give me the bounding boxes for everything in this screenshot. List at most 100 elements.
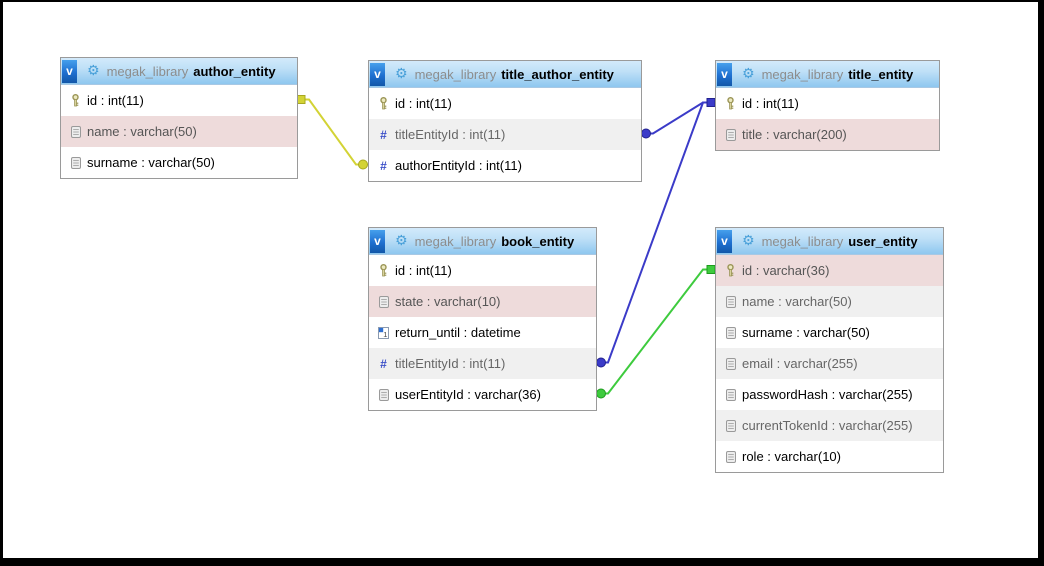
relation-endpoint-circle	[358, 159, 368, 170]
gear-icon[interactable]: ⚙	[742, 66, 755, 82]
table-name: book_entity	[501, 233, 575, 249]
field-row-user_entity-email[interactable]: email : varchar(255)	[716, 348, 943, 379]
field-row-title_author_entity-titleEntityId[interactable]: # titleEntityId : int(11)	[369, 119, 641, 150]
column-text-icon	[723, 128, 738, 141]
column-text-icon	[723, 357, 738, 370]
index-hash-icon: #	[380, 127, 387, 142]
field-label: id : int(11)	[742, 96, 799, 111]
field-label: name : varchar(50)	[87, 124, 197, 139]
field-row-book_entity-return_until[interactable]: 1 return_until : datetime	[369, 317, 596, 348]
field-label: authorEntityId : int(11)	[395, 158, 522, 173]
column-text-icon	[723, 295, 738, 308]
relation-line-title_author_entity-titleEntityId[interactable]	[641, 101, 715, 135]
database-name: megak_library	[414, 66, 497, 82]
table-name: title_author_entity	[501, 66, 614, 82]
svg-text:1: 1	[383, 329, 387, 338]
field-row-user_entity-surname[interactable]: surname : varchar(50)	[716, 317, 943, 348]
toggle-v-icon[interactable]: v	[717, 63, 732, 86]
index-hash-icon: #	[380, 158, 387, 173]
column-text-icon	[376, 388, 391, 401]
field-row-book_entity-id[interactable]: id : int(11)	[369, 255, 596, 286]
relation-endpoint-square	[706, 98, 716, 107]
relation-endpoint-square	[706, 265, 716, 274]
relation-line-title_author_entity-authorEntityId[interactable]	[297, 98, 368, 166]
field-label: title : varchar(200)	[742, 127, 847, 142]
column-text-icon	[68, 156, 83, 169]
field-row-user_entity-role[interactable]: role : varchar(10)	[716, 441, 943, 472]
field-label: titleEntityId : int(11)	[395, 127, 506, 142]
field-label: id : int(11)	[87, 93, 144, 108]
column-text-icon	[723, 388, 738, 401]
relation-endpoint-circle	[641, 128, 651, 139]
field-row-title_author_entity-id[interactable]: id : int(11)	[369, 88, 641, 119]
column-text-icon	[723, 450, 738, 463]
relation-endpoint-square	[296, 95, 306, 104]
field-row-book_entity-titleEntityId[interactable]: # titleEntityId : int(11)	[369, 348, 596, 379]
field-label: email : varchar(255)	[742, 356, 858, 371]
table-name: user_entity	[848, 233, 918, 249]
relation-endpoint-circle	[596, 357, 606, 368]
field-label: surname : varchar(50)	[87, 155, 215, 170]
field-label: id : varchar(36)	[742, 263, 830, 278]
datetime-calendar-icon: 1	[376, 326, 391, 339]
column-text-icon	[376, 295, 391, 308]
field-row-user_entity-currentTokenId[interactable]: currentTokenId : varchar(255)	[716, 410, 943, 441]
gear-icon[interactable]: ⚙	[395, 66, 408, 82]
primary-key-icon	[723, 97, 738, 110]
toggle-v-icon[interactable]: v	[370, 230, 385, 253]
field-row-author_entity-id[interactable]: id : int(11)	[61, 85, 297, 116]
database-name: megak_library	[414, 233, 497, 249]
primary-key-icon	[68, 94, 83, 107]
column-text-icon	[723, 419, 738, 432]
database-name: megak_library	[106, 63, 189, 79]
table-name: title_entity	[848, 66, 914, 82]
field-label: role : varchar(10)	[742, 449, 841, 464]
field-label: return_until : datetime	[395, 325, 521, 340]
field-label: name : varchar(50)	[742, 294, 852, 309]
primary-key-icon	[376, 97, 391, 110]
index-hash-icon: #	[380, 356, 387, 371]
relation-endpoint-circle	[596, 388, 606, 399]
toggle-v-icon[interactable]: v	[717, 230, 732, 253]
field-row-book_entity-userEntityId[interactable]: userEntityId : varchar(36)	[369, 379, 596, 410]
field-label: id : int(11)	[395, 96, 452, 111]
field-label: surname : varchar(50)	[742, 325, 870, 340]
relation-line-book_entity-userEntityId[interactable]	[596, 268, 715, 395]
field-row-user_entity-name[interactable]: name : varchar(50)	[716, 286, 943, 317]
toggle-v-icon[interactable]: v	[370, 63, 385, 86]
field-label: id : int(11)	[395, 263, 452, 278]
field-label: currentTokenId : varchar(255)	[742, 418, 913, 433]
field-row-title_entity-id[interactable]: id : int(11)	[716, 88, 939, 119]
field-row-author_entity-name[interactable]: name : varchar(50)	[61, 116, 297, 147]
toggle-v-icon[interactable]: v	[62, 60, 77, 83]
field-row-user_entity-passwordHash[interactable]: passwordHash : varchar(255)	[716, 379, 943, 410]
field-row-book_entity-state[interactable]: state : varchar(10)	[369, 286, 596, 317]
database-name: megak_library	[761, 233, 844, 249]
gear-icon[interactable]: ⚙	[87, 63, 100, 79]
gear-icon[interactable]: ⚙	[742, 233, 755, 249]
field-label: state : varchar(10)	[395, 294, 501, 309]
primary-key-icon	[723, 264, 738, 277]
field-row-title_author_entity-authorEntityId[interactable]: # authorEntityId : int(11)	[369, 150, 641, 181]
database-name: megak_library	[761, 66, 844, 82]
column-text-icon	[723, 326, 738, 339]
field-row-author_entity-surname[interactable]: surname : varchar(50)	[61, 147, 297, 178]
field-label: titleEntityId : int(11)	[395, 356, 506, 371]
field-row-title_entity-title[interactable]: title : varchar(200)	[716, 119, 939, 150]
table-name: author_entity	[193, 63, 276, 79]
field-row-user_entity-id[interactable]: id : varchar(36)	[716, 255, 943, 286]
column-text-icon	[68, 125, 83, 138]
gear-icon[interactable]: ⚙	[395, 233, 408, 249]
field-label: userEntityId : varchar(36)	[395, 387, 541, 402]
